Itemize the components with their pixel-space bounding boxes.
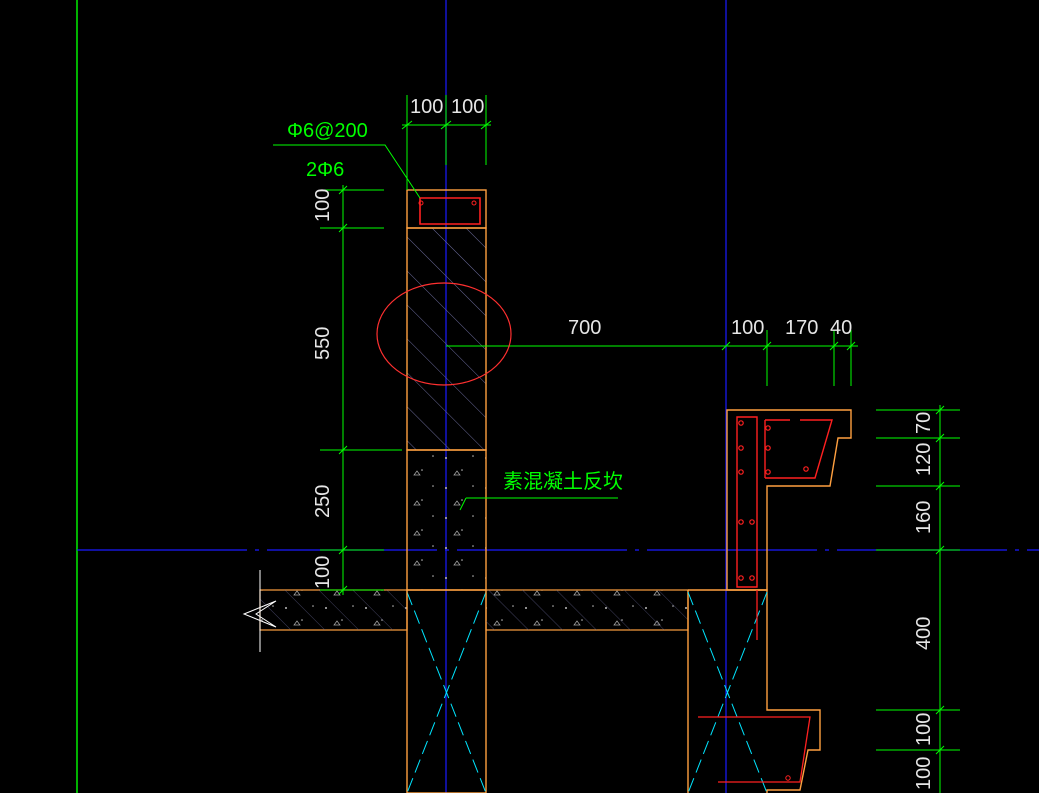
pier-x-2: [406, 591, 487, 793]
floor-slab-mid-hatch: [486, 590, 688, 630]
level-symbol: [242, 600, 277, 628]
highlight-circle: [376, 282, 512, 386]
dim-top-1: 100: [410, 96, 443, 118]
dim-right-2: 120: [913, 443, 935, 476]
dim-h-1: 700: [568, 317, 601, 339]
right-beam-outline: [726, 409, 852, 591]
dim-right-3: 160: [913, 501, 935, 534]
dim-left-1: 100: [312, 189, 334, 222]
dim-h-3: 170: [785, 317, 818, 339]
floor-slab-left-hatch: [260, 590, 407, 630]
lower-rebar-right: [698, 590, 811, 783]
lower-bar-right: [785, 775, 791, 781]
dim-left-2: 550: [312, 327, 334, 360]
cap-bar-1: [418, 200, 424, 206]
masonry-section: [406, 227, 487, 451]
dim-right-6: 100: [913, 757, 935, 790]
pier-r-x-2: [687, 591, 768, 793]
dim-left-3: 250: [312, 485, 334, 518]
cap-bar-2: [471, 200, 477, 206]
dim-top-2: 100: [451, 96, 484, 118]
lower-pier-left: [406, 589, 487, 793]
infill-note: 素混凝土反坎: [503, 470, 623, 493]
cap-stirrup: [419, 197, 481, 225]
dim-h-2: 100: [731, 317, 764, 339]
dimension-lines: [273, 95, 960, 793]
right-beam-stirrup: [736, 416, 833, 588]
dim-right-1: 70: [913, 412, 935, 434]
dim-h-4: 40: [830, 317, 852, 339]
dim-right-4: 400: [913, 617, 935, 650]
lower-pier-right: [687, 589, 821, 793]
dim-left-4: 100: [312, 556, 334, 589]
stirrup-label: Φ6@200: [287, 120, 368, 142]
right-beam-bars: [738, 420, 809, 581]
main-bar-label: 2Φ6: [306, 159, 344, 181]
concrete-infill: [406, 449, 487, 591]
dim-right-5: 100: [913, 713, 935, 746]
